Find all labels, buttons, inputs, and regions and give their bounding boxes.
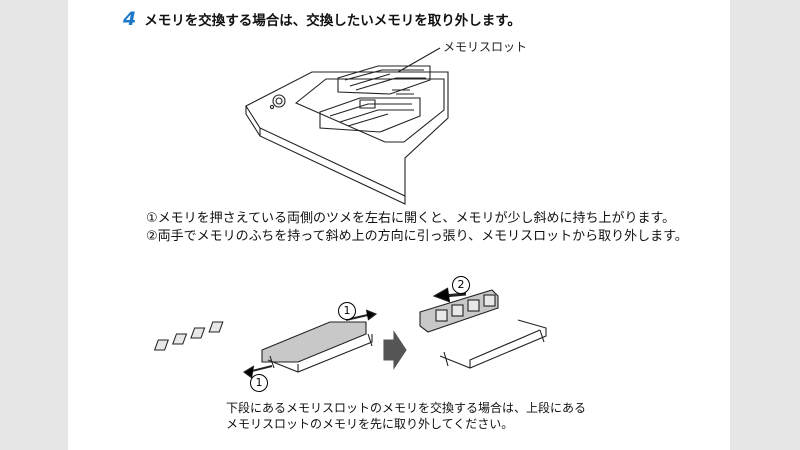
step-number: 4 [123, 8, 137, 30]
instruction-1: ①メモリを押さえている両側のツメを左右に開くと、メモリが少し斜めに持ち上がります… [146, 211, 676, 226]
step-heading: 4 メモリを交換する場合は、交換したいメモリを取り外します。 [123, 8, 521, 30]
manual-page [68, 0, 730, 450]
step-badge-1-bottom: 1 [250, 374, 268, 392]
step-badge-2: 2 [452, 276, 470, 294]
note: 下段にあるメモリスロットのメモリを交換する場合は、上段にあるメモリスロットのメモ… [226, 401, 587, 431]
left-chip [153, 339, 170, 351]
left-chip [208, 321, 224, 333]
instruction-2: ②両手でメモリのふちを持って斜め上の方向に引っ張り、メモリスロットから取り外しま… [146, 229, 688, 244]
left-chip [172, 333, 188, 345]
instructions: ①メモリを押さえている両側のツメを左右に開くと、メモリが少し斜めに持ち上がります… [146, 210, 702, 246]
step-text: メモリを交換する場合は、交換したいメモリを取り外します。 [144, 13, 521, 29]
step-badge-1-top: 1 [338, 302, 356, 320]
left-module [261, 321, 367, 363]
right-slot [439, 319, 547, 369]
memory-slot-callout: メモリスロット [443, 40, 528, 54]
left-chip [190, 327, 206, 339]
left-slot [267, 334, 373, 373]
transition-arrow [383, 330, 407, 370]
